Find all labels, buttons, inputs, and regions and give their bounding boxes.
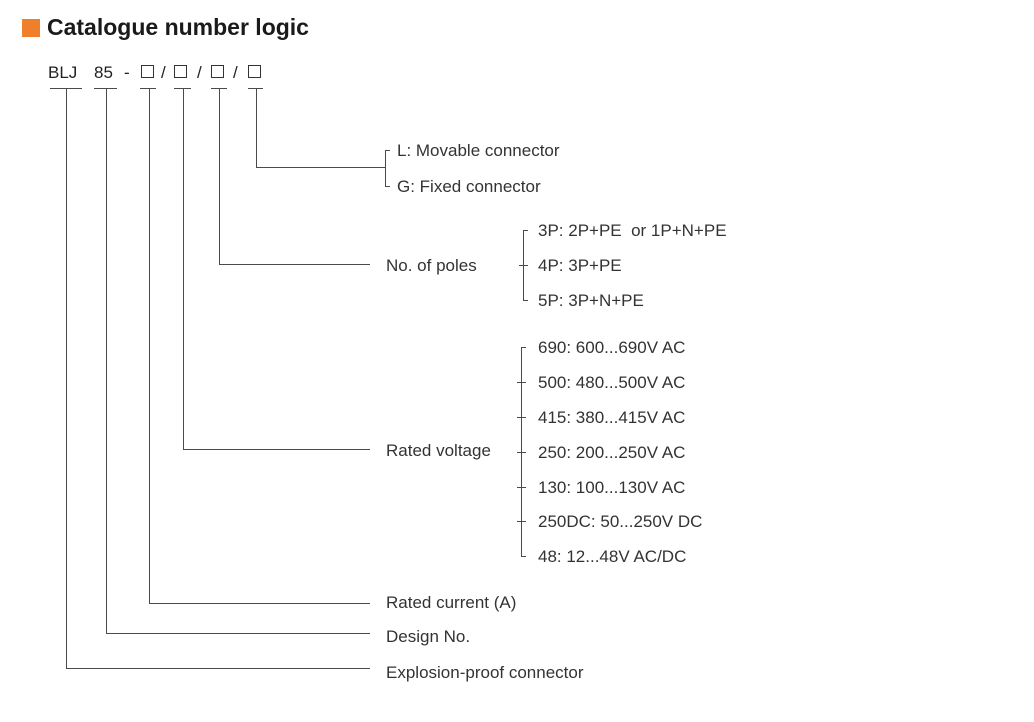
code-dash: - (124, 63, 130, 82)
voltage-option: 250: 200...250V AC (538, 443, 686, 462)
design-no-label: Design No. (386, 627, 471, 646)
poles-option: 4P: 3P+PE (538, 256, 622, 275)
voltage-option: 250DC: 50...250V DC (538, 512, 703, 531)
page-title: Catalogue number logic (47, 14, 309, 40)
voltage-option: 130: 100...130V AC (538, 478, 686, 497)
code-separator: / (197, 63, 202, 82)
poles-option: 3P: 2P+PE or 1P+N+PE (538, 221, 727, 240)
placeholder-box-rated-voltage (174, 65, 187, 78)
code-separator: / (161, 63, 166, 82)
connector-option: G: Fixed connector (397, 177, 541, 196)
title-marker-square (22, 19, 40, 37)
voltage-option: 415: 380...415V AC (538, 408, 686, 427)
placeholder-box-poles (211, 65, 224, 78)
code-design: 85 (94, 63, 113, 82)
code-prefix: BLJ (48, 63, 78, 82)
explosion-proof-label: Explosion-proof connector (386, 663, 584, 682)
poles-option: 5P: 3P+N+PE (538, 291, 644, 310)
voltage-option: 690: 600...690V AC (538, 338, 686, 357)
code-separator: / (233, 63, 238, 82)
placeholder-box-connector (248, 65, 261, 78)
rated-current-label: Rated current (A) (386, 593, 517, 612)
poles-label: No. of poles (386, 256, 477, 275)
connector-option: L: Movable connector (397, 141, 560, 160)
voltage-option: 500: 480...500V AC (538, 373, 686, 392)
placeholder-box-rated-current (141, 65, 154, 78)
voltage-label: Rated voltage (386, 441, 491, 460)
voltage-option: 48: 12...48V AC/DC (538, 547, 687, 566)
